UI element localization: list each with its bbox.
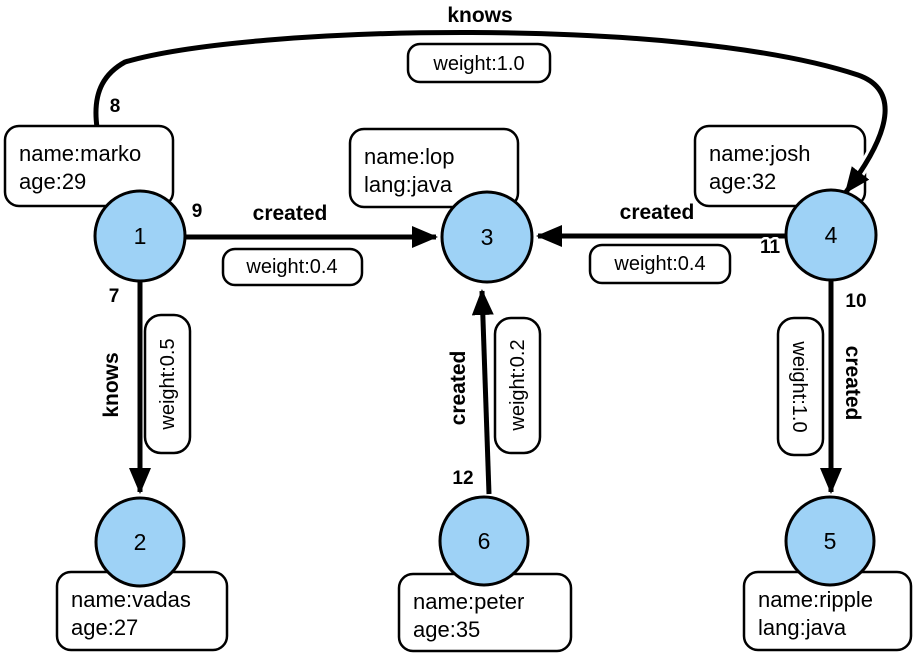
edge-weight-created-12: weight:0.2 xyxy=(493,316,542,455)
vertex-properties-marko: name:marko age:29 xyxy=(3,124,175,208)
node-id-4: 4 xyxy=(825,222,838,248)
graph-node-4: 4 xyxy=(784,188,878,282)
edge-weight-knows-7: weight:0.5 xyxy=(143,313,192,455)
vertex-properties-lop: name:lop lang:java xyxy=(348,127,520,209)
weight-box xyxy=(406,42,552,84)
node-id-3: 3 xyxy=(481,224,494,250)
edge-created-12 xyxy=(471,289,494,495)
weight-box xyxy=(588,243,732,285)
weight-box xyxy=(776,316,825,457)
property-age-josh: age:32 xyxy=(709,169,776,194)
edge-id-11: 11 xyxy=(760,237,781,258)
vertex-properties-vadas: name:vadas age:27 xyxy=(55,570,229,652)
property-name-vadas: name:vadas xyxy=(71,587,191,612)
property-age-vadas: age:27 xyxy=(71,615,138,640)
weight-box xyxy=(493,316,542,455)
edge-label-knows-7: knows xyxy=(100,352,123,417)
edge-label-knows-8: knows xyxy=(447,4,512,27)
edge-label-created-11: created xyxy=(620,201,695,224)
graph-node-2: 2 xyxy=(94,496,186,588)
edge-label-created-9: created xyxy=(253,202,328,225)
node-id-2: 2 xyxy=(134,529,147,555)
property-name-josh: name:josh xyxy=(709,141,811,166)
weight-value: weight:1.0 xyxy=(788,340,810,432)
property-name-ripple: name:ripple xyxy=(758,587,873,612)
node-circle-4 xyxy=(784,188,878,282)
vertex-properties-peter: name:peter age:35 xyxy=(397,572,573,653)
property-lang-ripple: lang:java xyxy=(758,615,847,640)
node-circle-2 xyxy=(94,496,186,588)
edge-id-8: 8 xyxy=(110,96,121,117)
edge-id-10: 10 xyxy=(845,291,866,312)
edge-weight-created-11: weight:0.4 xyxy=(588,243,732,285)
property-name-peter: name:peter xyxy=(413,589,524,614)
node-id-1: 1 xyxy=(134,223,147,249)
property-box-lop xyxy=(348,127,520,209)
node-circle-1 xyxy=(93,189,187,283)
property-name-lop: name:lop xyxy=(364,144,455,169)
node-circle-6 xyxy=(438,495,530,587)
edge-weight-created-10: weight:1.0 xyxy=(776,316,825,457)
edge-label-created-10: created xyxy=(841,346,864,421)
weight-value: weight:0.4 xyxy=(613,253,705,275)
property-name-marko: name:marko xyxy=(19,141,141,166)
weight-box xyxy=(221,247,364,287)
node-id-5: 5 xyxy=(824,528,837,554)
edge-knows-8 xyxy=(93,30,888,203)
edge-weight-created-9: weight:0.4 xyxy=(221,247,364,287)
vertex-properties-ripple: name:ripple lang:java xyxy=(742,570,913,652)
property-lang-lop: lang:java xyxy=(364,172,453,197)
edge-id-7: 7 xyxy=(109,286,120,307)
weight-value: weight:1.0 xyxy=(432,53,524,75)
edge-label-created-12: created xyxy=(447,351,470,426)
node-circle-5 xyxy=(784,495,876,587)
graph-node-6: 6 xyxy=(438,495,530,587)
property-age-peter: age:35 xyxy=(413,617,480,642)
graph-node-5: 5 xyxy=(784,495,876,587)
graph-node-3: 3 xyxy=(440,190,534,284)
edge-id-12: 12 xyxy=(452,468,473,489)
property-age-marko: age:29 xyxy=(19,169,86,194)
weight-value: weight:0.4 xyxy=(245,256,337,278)
node-circle-3 xyxy=(440,190,534,284)
edge-weight-knows-8: weight:1.0 xyxy=(406,42,552,84)
weight-value: weight:0.5 xyxy=(157,338,179,430)
weight-box xyxy=(143,313,192,455)
property-box-marko xyxy=(3,124,175,208)
graph-node-1: 1 xyxy=(93,189,187,283)
vertex-properties-josh: name:josh age:32 xyxy=(693,124,867,208)
edge-id-9: 9 xyxy=(192,201,203,222)
node-id-6: 6 xyxy=(478,528,491,554)
weight-value: weight:0.2 xyxy=(507,339,529,431)
